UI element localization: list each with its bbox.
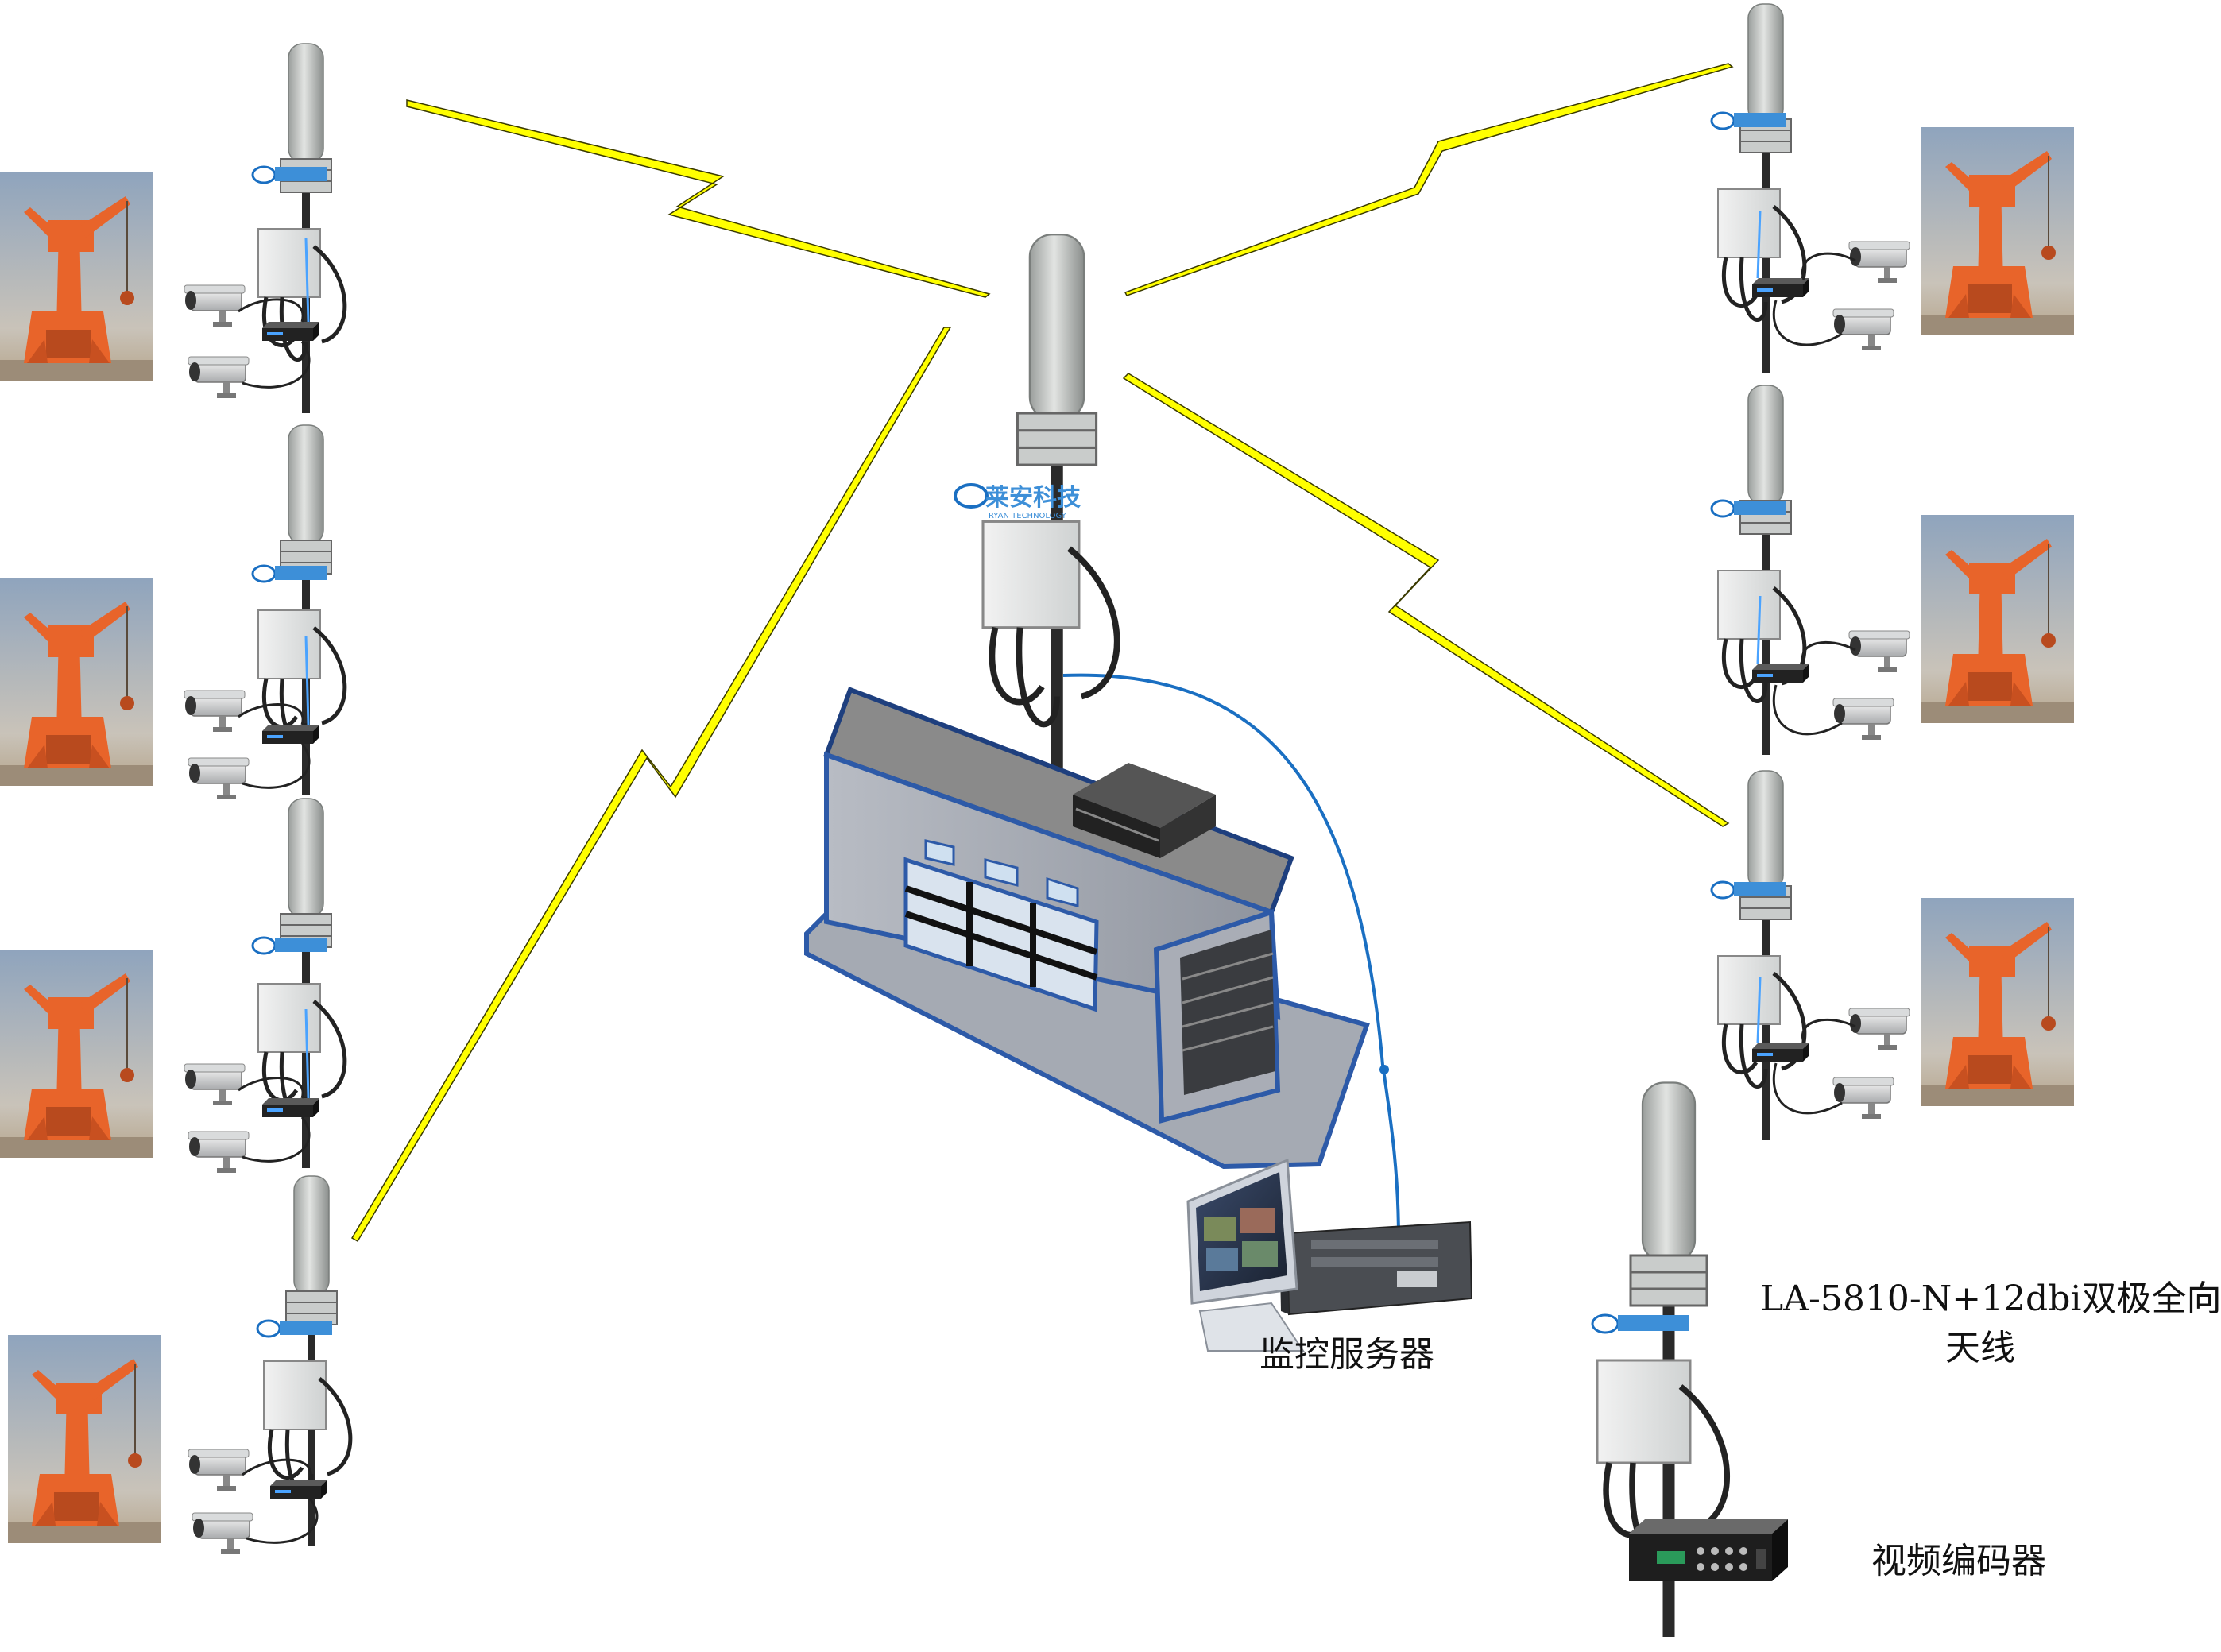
antenna-legend-label: LA-5810-N+12dbi双极全向 (1760, 1279, 2221, 1319)
station-antenna (1718, 4, 1805, 373)
camera-icon (1832, 308, 1894, 351)
lightning-link-top-left (406, 99, 991, 298)
camera-icon (188, 356, 250, 399)
camera-icon (1848, 241, 1910, 284)
crane-photo (0, 949, 153, 1159)
logo-badge (1710, 880, 1788, 900)
encoder-legend-label: 视频编码器 (1871, 1541, 2046, 1581)
rooftop-switch (1073, 763, 1216, 858)
remote-station-left-1 (0, 44, 345, 413)
camera-icon (184, 1063, 246, 1106)
lightning-link-bottom-right (1122, 373, 1730, 827)
logo-badge (256, 1319, 334, 1338)
crane-photo (1921, 514, 2075, 724)
logo-badge (1710, 111, 1788, 130)
crane-photo (1921, 126, 2075, 336)
fiber-cable (1062, 673, 1400, 1240)
camera-icon (188, 1449, 250, 1491)
central-antenna-logo: 莱安科技 RYAN TECHNOLOGY (954, 483, 1081, 520)
remote-station-left-3 (0, 799, 345, 1174)
wireless-links (350, 63, 1734, 1243)
encoder-icon (1752, 278, 1809, 297)
encoder-icon (262, 725, 319, 744)
encoder-icon (1752, 1043, 1809, 1062)
camera-icon (184, 690, 246, 733)
encoder-icon (262, 322, 319, 341)
crane-photo (1921, 897, 2075, 1107)
remote-station-right-1 (1710, 4, 2075, 373)
camera-icon (192, 1512, 253, 1555)
crane-photo (0, 172, 153, 381)
logo-subtext: RYAN TECHNOLOGY (989, 512, 1067, 520)
legend-encoder (1629, 1519, 1788, 1581)
camera-icon (188, 1131, 250, 1174)
logo-text: 莱安科技 (985, 484, 1081, 512)
remote-station-left-2 (0, 425, 345, 800)
crane-photo (0, 577, 153, 787)
server-label: 监控服务器 (1259, 1334, 1434, 1375)
lightning-link-top-right (1124, 63, 1734, 296)
camera-icon (1832, 1077, 1894, 1120)
lightning-link-bottom-left (350, 327, 952, 1243)
station-antenna (258, 44, 345, 413)
encoder-icon (1752, 664, 1809, 683)
camera-icon (184, 284, 246, 327)
monitoring-server (1186, 1158, 1473, 1352)
central-antenna (983, 234, 1117, 807)
monitor (1186, 1158, 1305, 1352)
remote-station-left-4 (7, 1176, 350, 1555)
crane-photo (7, 1334, 161, 1544)
monitoring-building (804, 687, 1370, 1170)
encoder-icon (262, 1098, 319, 1117)
remote-station-right-2 (1710, 385, 2075, 755)
station-antenna (1718, 385, 1805, 755)
cable-junction (1379, 1065, 1389, 1074)
server-rack (1279, 1221, 1473, 1316)
camera-icon (1848, 630, 1910, 673)
legend-antenna-logo (1591, 1313, 1689, 1334)
encoder-icon (270, 1480, 327, 1499)
camera-icon (188, 757, 250, 800)
logo-badge (251, 564, 329, 583)
remote-station-right-3 (1710, 771, 2075, 1140)
antenna-legend-label-line2: 天线 (1945, 1328, 2015, 1368)
logo-badge (251, 936, 329, 955)
logo-badge (251, 165, 329, 184)
station-antenna (1718, 771, 1805, 1140)
camera-icon (1848, 1008, 1910, 1050)
camera-icon (1832, 698, 1894, 741)
logo-badge (1710, 499, 1788, 518)
